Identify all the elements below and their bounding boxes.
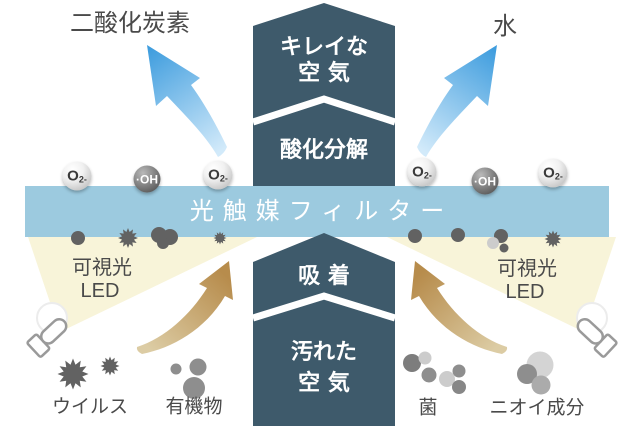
light-cone-left — [28, 237, 257, 332]
dirty-air-line1: 汚れた — [290, 339, 358, 364]
banner-divider-lower — [251, 292, 397, 322]
clean-air-line2: 空気 — [298, 60, 358, 85]
carbon-dioxide-label: 二酸化炭素 — [70, 10, 190, 37]
banner-divider-upper — [251, 95, 397, 126]
odor-icon — [517, 351, 554, 395]
dirty-air-line2: 空気 — [298, 370, 358, 395]
water-label: 水 — [493, 13, 517, 40]
superoxide-label: O — [67, 167, 79, 185]
bacteria-label: 菌 — [418, 397, 438, 419]
blue-arrow-left-icon — [147, 45, 227, 157]
led-label-left-line2: LED — [80, 280, 120, 302]
clean-air-banner — [253, 3, 395, 186]
organic-matter-icon — [170, 358, 207, 399]
filter-band-label: 光触媒フィルター — [189, 198, 454, 225]
bacteria-icon — [403, 351, 466, 394]
dirty-air-banner — [253, 233, 395, 426]
led-label-left-line1: 可視光 — [72, 257, 132, 279]
blue-arrow-right-icon — [417, 45, 497, 157]
filter-band — [25, 186, 609, 237]
led-label-right-line1: 可視光 — [497, 258, 557, 280]
hydroxyl-sphere: ·OH — [471, 167, 499, 195]
organic-label: 有機物 — [165, 396, 223, 418]
virus-label: ウイルス — [51, 396, 129, 418]
hydroxyl-label: ·OH — [136, 172, 158, 186]
virus-icon — [57, 356, 120, 390]
hydroxyl-sphere: ·OH — [133, 165, 161, 193]
oxidation-label: 酸化分解 — [279, 137, 369, 162]
odor-label: ニオイ成分 — [489, 397, 585, 419]
adsorbed-particles — [71, 227, 562, 253]
clean-air-line1: キレイな — [279, 34, 369, 59]
led-label-right-line2: LED — [505, 281, 545, 303]
adsorption-label: 吸着 — [298, 263, 358, 288]
light-cone-right — [387, 237, 616, 332]
